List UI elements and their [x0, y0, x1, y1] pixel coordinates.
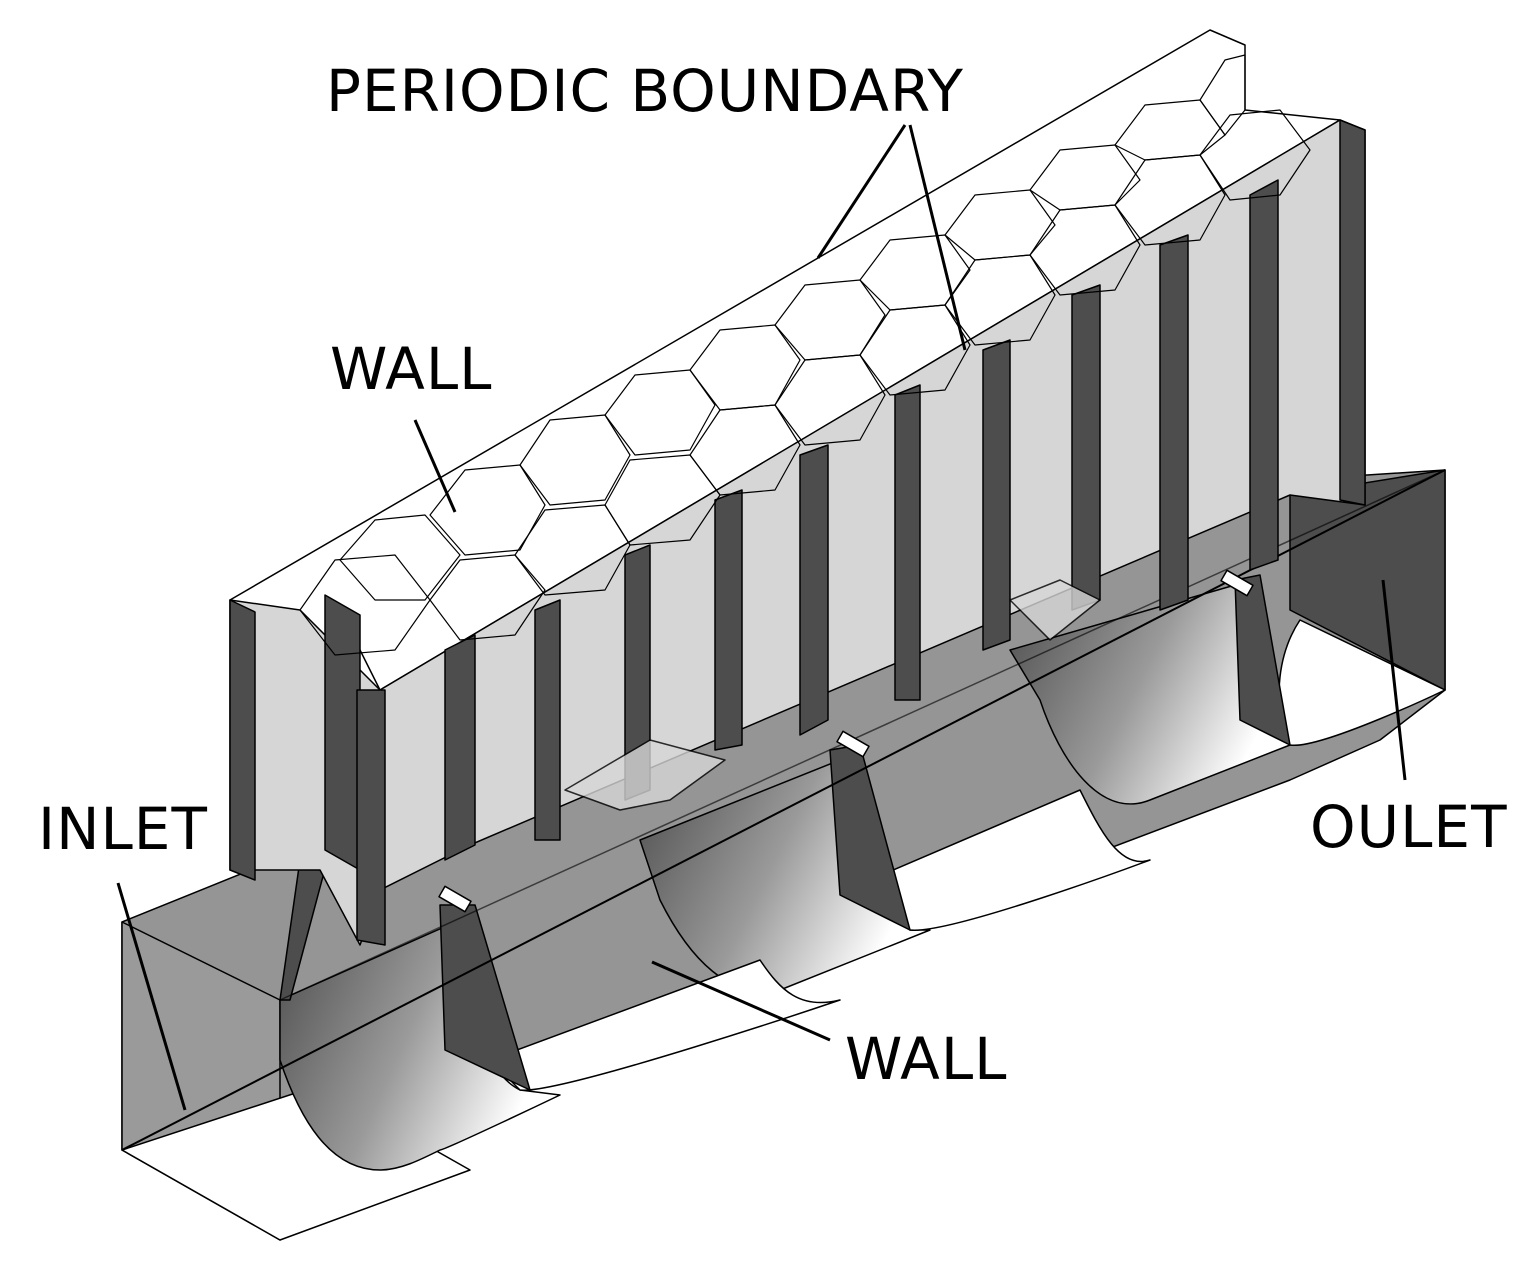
label-periodic-boundary: PERIODIC BOUNDARY [326, 57, 964, 125]
rib-3 [1234, 574, 1291, 746]
label-wall-top: WALL [330, 335, 493, 403]
leader-wall-top [413, 419, 457, 513]
label-inlet: INLET [38, 795, 208, 863]
honeycomb-block [229, 29, 1366, 946]
tab-3 [1220, 569, 1254, 597]
tab-1 [438, 885, 472, 913]
floor-land-1 [489, 959, 841, 1091]
leader-lines [116, 124, 1407, 1111]
leader-periodic-2 [908, 124, 967, 351]
label-outlet: OULET [1310, 793, 1508, 861]
pocket-1 [564, 739, 726, 811]
leader-outlet [1381, 579, 1407, 781]
tab-2 [836, 730, 870, 758]
lower-channel [121, 469, 1446, 1241]
honeycomb-top-face [229, 29, 1341, 691]
leader-periodic-1 [816, 124, 907, 259]
leader-inlet [116, 882, 187, 1111]
leader-wall-bottom [651, 960, 831, 1042]
label-wall-bottom: WALL [845, 1025, 1008, 1093]
hexagon-grid [299, 54, 1311, 656]
floor-land-2 [869, 789, 1151, 931]
pocket-2 [1009, 579, 1101, 641]
